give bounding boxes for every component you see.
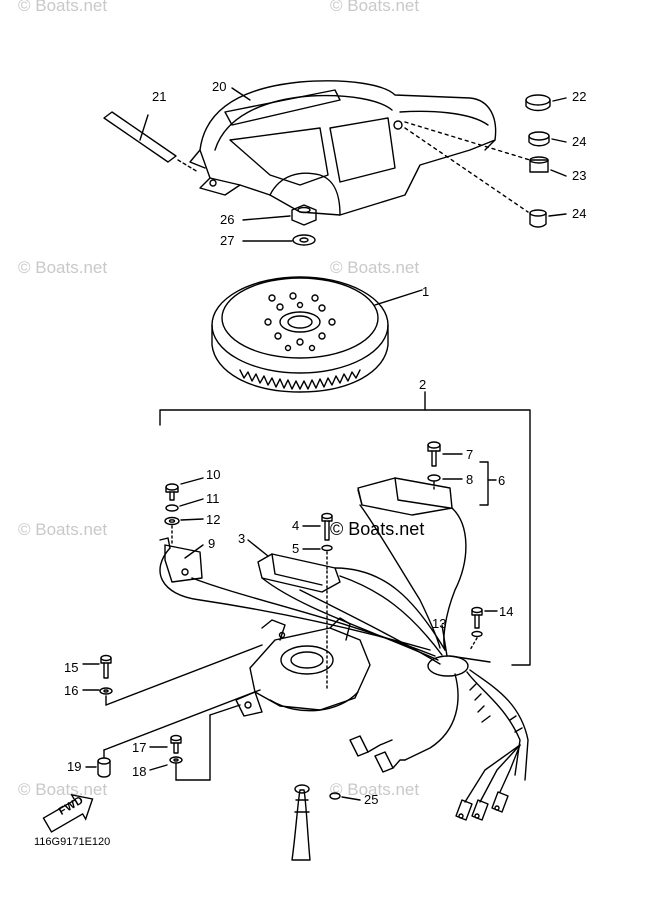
- watermark: © Boats.net: [18, 0, 108, 15]
- callout-1: 1: [422, 284, 430, 299]
- callout-24-lower: 24: [572, 206, 587, 221]
- watermark: © Boats.net: [18, 780, 108, 799]
- callout-23: 23: [572, 168, 587, 183]
- fwd-arrow: [42, 793, 94, 833]
- callout-26: 26: [220, 212, 235, 227]
- watermark: © Boats.net: [330, 780, 420, 799]
- flywheel-cover-drawing: [189, 80, 497, 216]
- watermark: © Boats.net: [18, 258, 108, 277]
- callout-2: 2: [419, 377, 427, 392]
- callout-10: 10: [206, 467, 221, 482]
- callout-4: 4: [292, 518, 300, 533]
- callout-3: 3: [238, 531, 246, 546]
- stator-base-drawing: [235, 570, 371, 717]
- watermark-center: © Boats.net: [330, 519, 425, 539]
- watermark: © Boats.net: [18, 520, 108, 539]
- watermark: © Boats.net: [330, 258, 420, 277]
- callout-20: 20: [212, 79, 227, 94]
- callout-12: 12: [206, 512, 221, 527]
- callout-11: 11: [206, 491, 220, 506]
- callout-8: 8: [466, 472, 474, 487]
- callout-17: 17: [132, 740, 147, 755]
- callout-18: 18: [132, 764, 147, 779]
- flywheel-drawing: [211, 276, 389, 393]
- callout-24-upper: 24: [572, 134, 587, 149]
- callout-22: 22: [572, 89, 587, 104]
- callout-15: 15: [64, 660, 79, 675]
- watermark: © Boats.net: [330, 0, 420, 15]
- callout-21: 21: [152, 89, 167, 104]
- callout-14: 14: [499, 604, 514, 619]
- callout-16: 16: [64, 683, 79, 698]
- callout-25: 25: [364, 792, 379, 807]
- diagram-code: 116G9171E120: [34, 836, 111, 848]
- callout-27: 27: [220, 233, 235, 248]
- callout-19: 19: [67, 759, 82, 774]
- callout-7: 7: [466, 447, 474, 462]
- callout-5: 5: [292, 541, 300, 556]
- callout-9: 9: [208, 536, 216, 551]
- callout-13: 13: [432, 616, 447, 631]
- callout-6: 6: [498, 473, 506, 488]
